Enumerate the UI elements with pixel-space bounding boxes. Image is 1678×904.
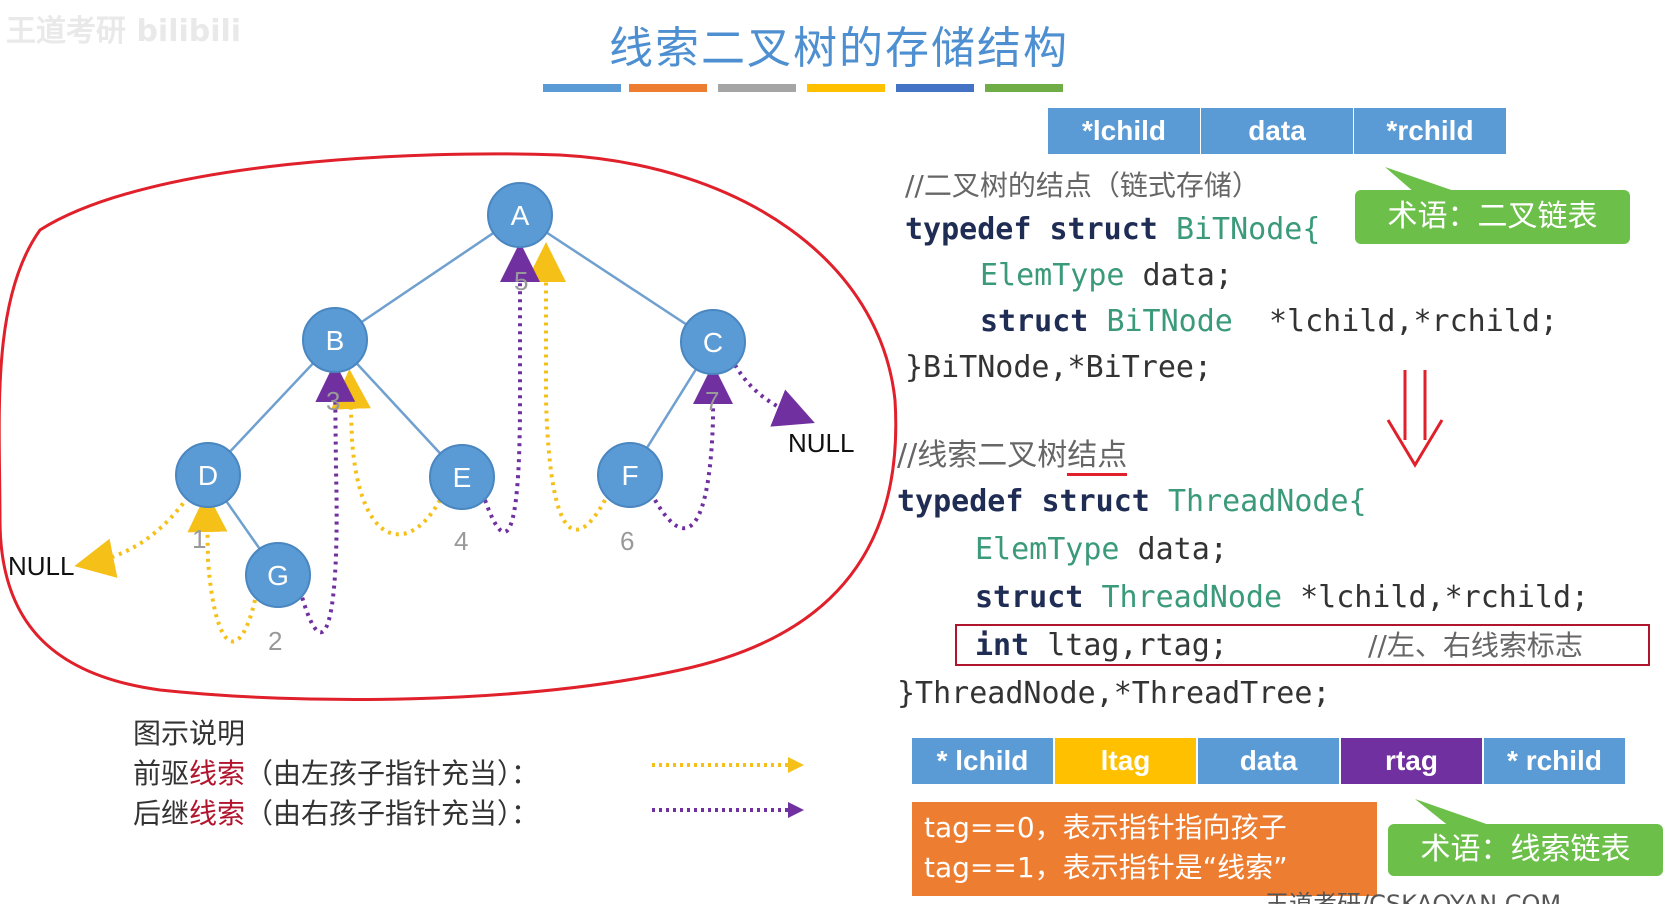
title-bar-3	[718, 84, 796, 92]
down-arrow-icon	[1386, 370, 1444, 468]
code1-typedef-kw: typedef	[905, 212, 1032, 247]
watermark: 王道考研 bilibili	[6, 14, 242, 49]
inorder-numbers: 1 2 3 4 5 6 7	[192, 266, 719, 656]
legend-pred-thread: 线索	[189, 757, 246, 790]
code1-line-pointers: struct BiTNode *lchild,*rchild;	[980, 302, 1558, 342]
tree-node-label-b: B	[326, 325, 345, 356]
code2-inner-struct-type: ThreadNode	[1101, 580, 1283, 615]
code2-line-typedef: typedef struct ThreadNode{	[897, 482, 1367, 522]
null-right-label: NULL	[788, 428, 854, 458]
code2-elem-field: data;	[1119, 532, 1228, 567]
tree-node-label-c: C	[703, 327, 723, 358]
title-bar-4	[807, 84, 885, 92]
legend-title: 图示说明	[133, 717, 246, 750]
code2-struct-kw: struct	[1041, 484, 1150, 519]
code1-line-data: ElemType data;	[980, 256, 1233, 296]
tree-node-label-a: A	[511, 200, 530, 231]
code2-line-tags: int ltag,rtag;	[975, 626, 1228, 666]
tree-node-b	[302, 307, 368, 373]
legend-succ-prefix: 后继	[133, 797, 190, 830]
code1-line-typedef: typedef struct BiTNode{	[905, 210, 1320, 250]
code1-elem-type: ElemType	[980, 258, 1125, 293]
thread-struct-cell-rtag: rtag	[1341, 738, 1484, 784]
top-struct-cell-rchild: *rchild	[1354, 108, 1508, 154]
code2-int-kw: int	[975, 628, 1030, 663]
tag-meaning-line1: tag==0，表示指针指向孩子	[924, 811, 1287, 844]
slide-title: 线索二叉树的存储结构	[609, 23, 1069, 74]
successor-threads	[298, 242, 815, 635]
callout-thread-linked-list: 术语：线索链表	[1388, 824, 1663, 876]
tree-outline	[0, 152, 898, 702]
legend-predecessor: 前驱线索（由左孩子指针充当）：	[133, 752, 539, 792]
tree-edges	[206, 213, 715, 576]
code2-tag-comment: //左、右线索标志	[1368, 629, 1583, 662]
tag-highlight-box	[955, 624, 1650, 666]
null-left-label: NULL	[8, 551, 74, 581]
code1-inner-struct-type: BiTNode	[1106, 304, 1233, 339]
tree-node-label-d: D	[198, 460, 218, 491]
inorder-number-6: 6	[620, 526, 634, 556]
thread-struct-cell-ltag: ltag	[1055, 738, 1198, 784]
thread-struct-cell-lchild: * lchild	[912, 738, 1055, 784]
code2-comment: //线索二叉树结点	[897, 436, 1128, 476]
legend-succ-thread: 线索	[189, 797, 246, 830]
code2-comment-b: 结点	[1067, 438, 1128, 476]
title-bar-6	[985, 84, 1063, 92]
legend-arrows	[652, 757, 804, 818]
inorder-number-3: 3	[326, 386, 340, 416]
code1-struct-kw: struct	[1049, 212, 1158, 247]
tree-node-a	[487, 182, 553, 248]
code2-line-data: ElemType data;	[975, 530, 1228, 570]
code2-line-end: }ThreadNode,*ThreadTree;	[897, 676, 1331, 711]
code2-pointer-fields: *lchild,*rchild;	[1282, 580, 1590, 615]
inorder-number-2: 2	[268, 626, 282, 656]
code1-struct-name: BiTNode{	[1175, 212, 1321, 247]
thread-struct-cell-data: data	[1198, 738, 1341, 784]
code1-pointer-fields: *lchild,*rchild;	[1232, 304, 1558, 339]
code1-line-end: }BiTNode,*BiTree;	[905, 350, 1213, 385]
title-bar-2	[629, 84, 707, 92]
footer-site: 王道考研/CSKAOYAN.COM	[1265, 890, 1562, 904]
legend-succ-suffix: （由右孩子指针充当）：	[245, 797, 540, 830]
code2-elem-type: ElemType	[975, 532, 1120, 567]
callout-binary-linked-list: 术语：二叉链表	[1355, 190, 1630, 244]
tree-node-d	[175, 442, 241, 508]
inorder-number-4: 4	[454, 526, 468, 556]
tree-node-label-f: F	[621, 460, 638, 491]
code2-tag-fields: ltag,rtag;	[1029, 628, 1228, 663]
thread-struct-cell-rchild: * rchild	[1484, 738, 1627, 784]
legend-pred-suffix: （由左孩子指针充当）：	[245, 757, 540, 790]
inorder-number-5: 5	[514, 266, 528, 296]
top-struct-cell-data: data	[1201, 108, 1355, 154]
code2-comment-a: //线索二叉树	[897, 438, 1068, 473]
top-struct-cell-lchild: *lchild	[1048, 108, 1202, 154]
title-bar-5	[896, 84, 974, 92]
tree-node-label-g: G	[267, 560, 289, 591]
title-bar-1	[543, 84, 621, 92]
tree-node-c	[680, 309, 746, 375]
callout1-pointer	[1385, 167, 1460, 193]
inorder-number-1: 1	[192, 524, 206, 554]
legend-pred-prefix: 前驱	[133, 757, 190, 790]
code2-typedef-kw: typedef	[897, 484, 1024, 519]
tree-node-f	[597, 442, 663, 508]
code1-inner-struct-kw: struct	[980, 304, 1089, 339]
code2-line-pointers: struct ThreadNode *lchild,*rchild;	[975, 578, 1589, 618]
code2-struct-name: ThreadNode{	[1167, 484, 1367, 519]
predecessor-threads	[74, 242, 607, 644]
tree-node-label-e: E	[453, 462, 472, 493]
tree-node-e	[429, 444, 495, 510]
tag-meaning-line2: tag==1，表示指针是“线索”	[924, 851, 1288, 884]
tree-node-g	[245, 542, 311, 608]
legend-successor: 后继线索（由右孩子指针充当）：	[133, 792, 539, 832]
tag-meaning-box: tag==0，表示指针指向孩子 tag==1，表示指针是“线索”	[912, 802, 1377, 896]
code1-elem-field: data;	[1124, 258, 1233, 293]
inorder-number-7: 7	[705, 386, 719, 416]
callout2-pointer	[1415, 799, 1495, 827]
tree-nodes: A B C D E F G	[175, 182, 746, 608]
code2-inner-struct-kw: struct	[975, 580, 1084, 615]
code1-comment: //二叉树的结点（链式存储）	[905, 169, 1260, 202]
thread-tree-diagram: A B C D E F G 1 2 3 4 5 6 7 NULL NULL	[0, 152, 898, 702]
